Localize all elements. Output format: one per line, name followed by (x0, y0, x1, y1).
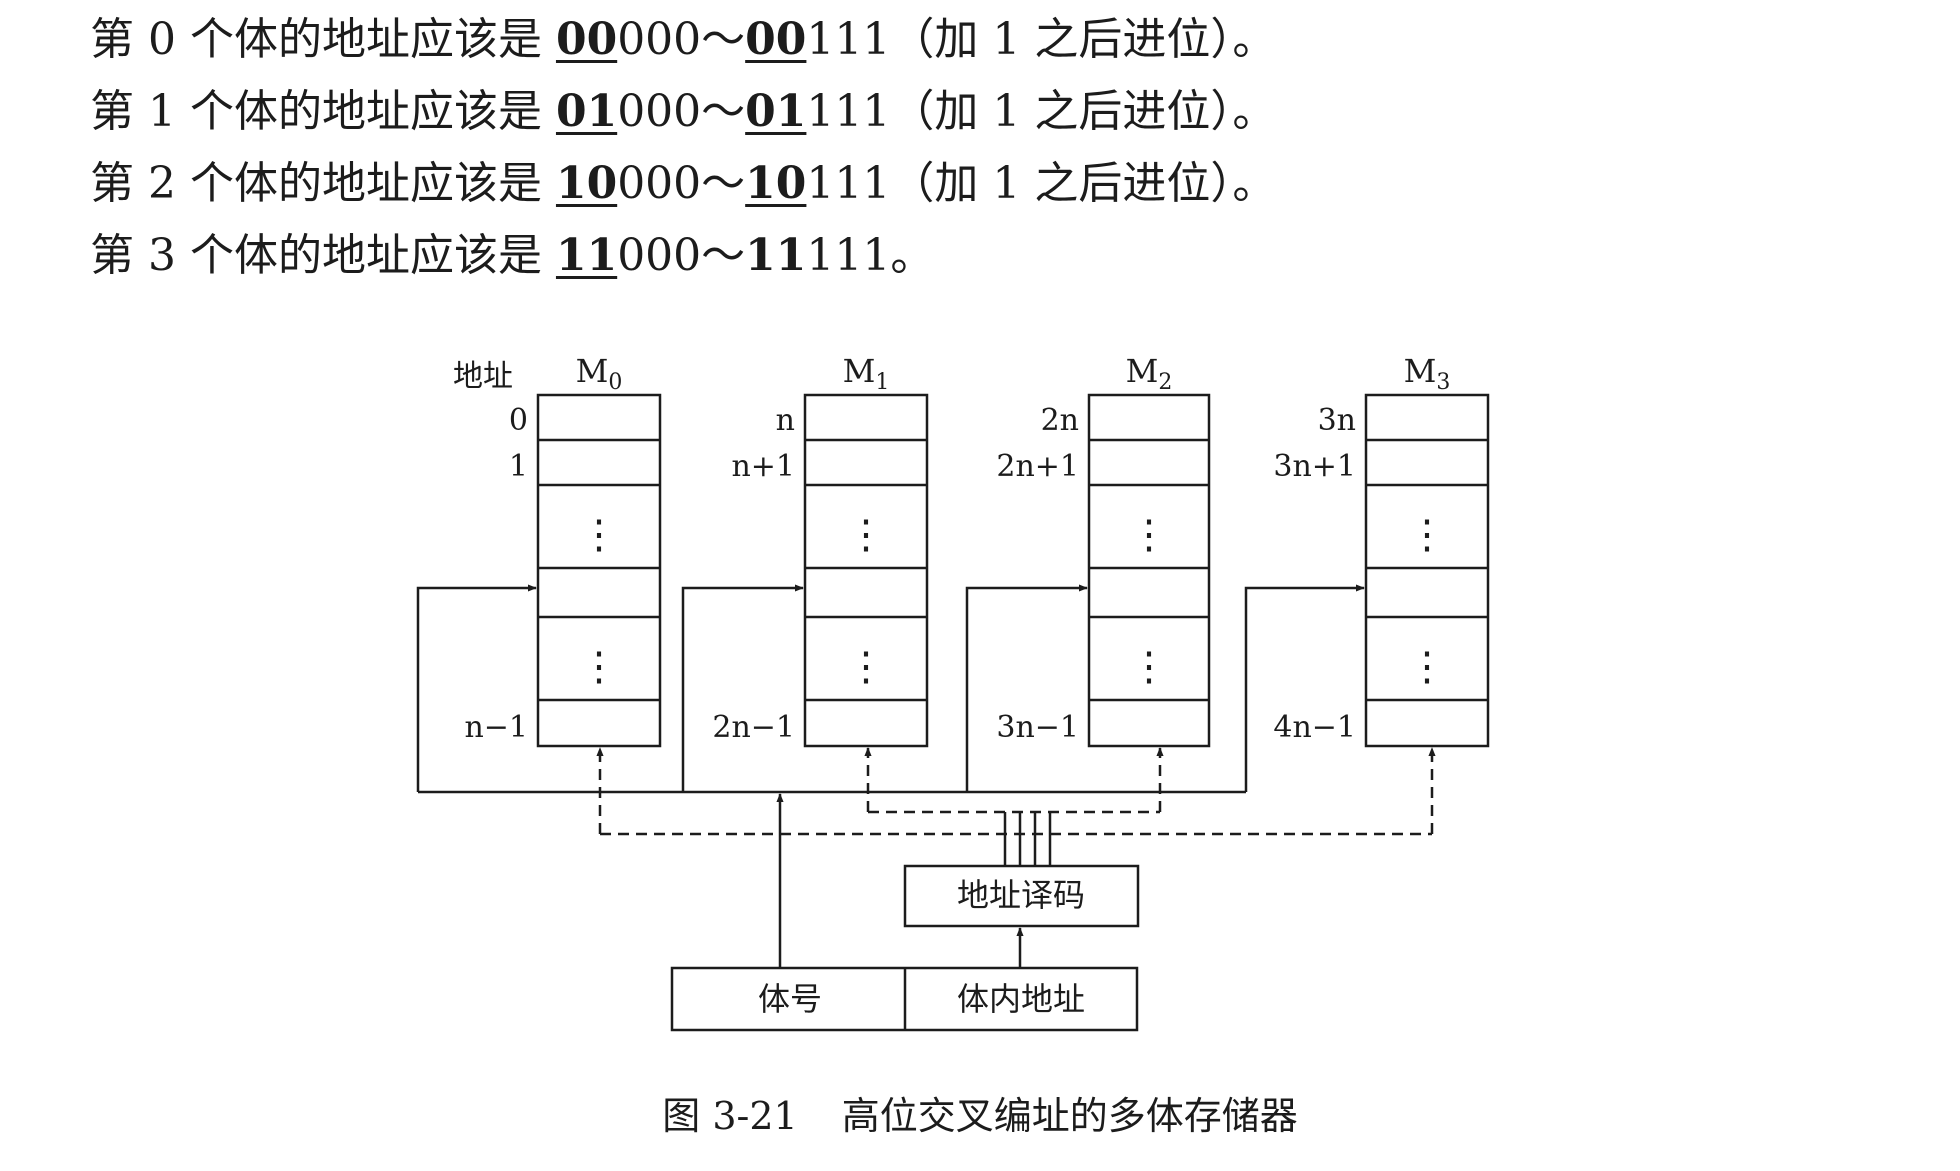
range-end-bank-bits: 01 (745, 86, 807, 137)
bank-last-address: 3n−1 (996, 710, 1079, 745)
range-start-offset-bits: 000 (617, 86, 702, 137)
bank-title-letter: M (1404, 352, 1437, 390)
bus-arrow-bank-1 (681, 584, 804, 792)
line-suffix: （加 1 之后进位）。 (890, 86, 1277, 137)
range-end-bank-bits: 00 (745, 14, 807, 65)
range-separator: ～ (701, 158, 746, 209)
bank-first-address: 0 (509, 403, 528, 438)
bank-title: M2 (1126, 352, 1173, 395)
range-start-bank-bits: 01 (555, 86, 618, 137)
bank-ellipsis: ⋮ (1407, 644, 1447, 690)
bank-title-letter: M (576, 352, 609, 390)
bank-last-address: n−1 (464, 710, 528, 745)
bank-second-address: n+1 (731, 449, 795, 484)
range-end-offset-bits: 111 (806, 14, 891, 65)
bank-ellipsis: ⋮ (1129, 644, 1169, 690)
range-start-bank-bits: 10 (555, 158, 618, 209)
range-end-offset-bits: 111 (806, 86, 891, 137)
address-range-lines: 第 0 个体的地址应该是 00000～00111（加 1 之后进位）。第 1 个… (90, 4, 1276, 292)
address-column-header: 地址 (453, 359, 513, 394)
bank-title-letter: M (1126, 352, 1159, 390)
range-start-offset-bits: 000 (617, 230, 702, 281)
line-prefix: 第 2 个体的地址应该是 (90, 158, 556, 209)
bank-first-address: 3n (1318, 403, 1356, 438)
range-start-offset-bits: 000 (617, 14, 702, 65)
range-separator: ～ (701, 86, 746, 137)
bank-ellipsis: ⋮ (579, 512, 619, 558)
line-suffix: （加 1 之后进位）。 (890, 158, 1277, 209)
bus-arrow-bank-3 (1244, 584, 1365, 792)
address-decoder-box (903, 864, 1140, 928)
bank-ellipsis: ⋮ (846, 512, 886, 558)
bank-title-subscript: 0 (608, 370, 622, 395)
bank-title: M0 (576, 352, 623, 395)
bank-ellipsis: ⋮ (1407, 512, 1447, 558)
figure-caption: 图 3-21 高位交叉编址的多体存储器 (0, 1085, 1960, 1140)
bank-last-address: 4n−1 (1273, 710, 1356, 745)
bank-first-address: n (776, 403, 795, 438)
memory-bank-1 (803, 393, 929, 748)
bank-title-letter: M (843, 352, 876, 390)
bank-second-address: 2n+1 (996, 449, 1079, 484)
bank-ellipsis: ⋮ (579, 644, 619, 690)
range-end-offset-bits: 111 (806, 230, 891, 281)
bank-ellipsis: ⋮ (846, 644, 886, 690)
line-suffix: 。 (890, 230, 935, 281)
bank-title: M3 (1404, 352, 1451, 395)
range-start-offset-bits: 000 (617, 158, 702, 209)
address-range-line: 第 2 个体的地址应该是 10000～10111（加 1 之后进位）。 (90, 148, 1276, 220)
address-range-line: 第 0 个体的地址应该是 00000～00111（加 1 之后进位）。 (90, 4, 1276, 76)
bank-first-address: 2n (1041, 403, 1079, 438)
range-start-bank-bits: 11 (555, 230, 618, 281)
figure-number: 图 3-21 (662, 1094, 798, 1138)
range-end-offset-bits: 111 (806, 158, 891, 209)
line-prefix: 第 0 个体的地址应该是 (90, 14, 556, 65)
memory-bank-3 (1364, 393, 1490, 748)
range-end-bank-bits: 10 (745, 158, 807, 209)
address-decoder-label: 地址译码 (957, 876, 1085, 914)
address-range-line: 第 3 个体的地址应该是 11000～11111。 (90, 220, 1276, 292)
memory-bank-0 (536, 393, 662, 748)
in-bank-address-field: 体内地址 (957, 980, 1085, 1018)
figure-title: 高位交叉编址的多体存储器 (841, 1094, 1298, 1138)
bus-arrow-bank-2 (965, 584, 1088, 792)
bank-number-field: 体号 (758, 980, 822, 1018)
bank-title: M1 (843, 352, 890, 395)
bank-title-subscript: 1 (875, 370, 889, 395)
bank-last-address: 2n−1 (712, 710, 795, 745)
bank-second-address: 1 (509, 449, 528, 484)
range-start-bank-bits: 00 (555, 14, 618, 65)
bank-title-subscript: 3 (1436, 370, 1450, 395)
range-separator: ～ (701, 230, 746, 281)
address-range-line: 第 1 个体的地址应该是 01000～01111（加 1 之后进位）。 (90, 76, 1276, 148)
line-prefix: 第 1 个体的地址应该是 (90, 86, 556, 137)
line-suffix: （加 1 之后进位）。 (890, 14, 1277, 65)
bank-ellipsis: ⋮ (1129, 512, 1169, 558)
line-prefix: 第 3 个体的地址应该是 (90, 230, 556, 281)
bus-arrow-bank-0 (416, 584, 537, 792)
range-end-bank-bits: 11 (745, 230, 807, 281)
memory-bank-2 (1087, 393, 1211, 748)
bank-title-subscript: 2 (1158, 370, 1172, 395)
bank-second-address: 3n+1 (1273, 449, 1356, 484)
range-separator: ～ (701, 14, 746, 65)
